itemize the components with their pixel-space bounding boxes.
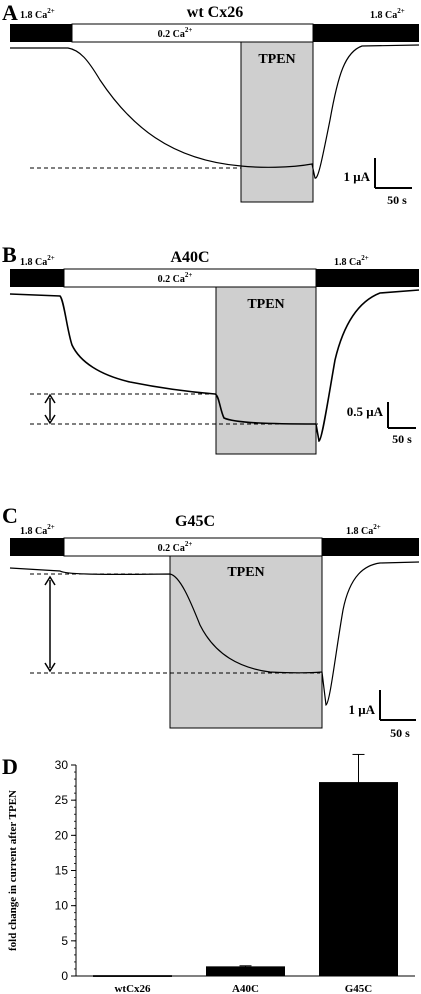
y-tick-label: 0 bbox=[61, 969, 68, 983]
panel-b-left-ca-label: 1.8 Ca2+ bbox=[20, 254, 55, 268]
panel-c-arrow-heads bbox=[44, 575, 56, 673]
panel-a-scale-time-label: 50 s bbox=[387, 193, 407, 207]
bar-a40c bbox=[206, 966, 285, 977]
panel-b-current-trace bbox=[9, 289, 420, 443]
bar-g45c bbox=[319, 782, 398, 977]
panel-a-middle-ca-label: 0.2 Ca2+ bbox=[158, 26, 193, 40]
panel-a-letter: A bbox=[2, 0, 18, 25]
x-tick-label: wtCx26 bbox=[114, 983, 151, 994]
panel-b-bar-right bbox=[316, 269, 419, 287]
panel-a-right-ca-label: 1.8 Ca2+ bbox=[370, 7, 405, 21]
panel-a-bar-right bbox=[313, 24, 419, 42]
panel-a-bar-middle bbox=[71, 23, 314, 43]
panel-c-scale-time-label: 50 s bbox=[390, 726, 410, 740]
panel-c-current-trace bbox=[9, 561, 420, 706]
panel-c-middle-ca-label: 0.2 Ca2+ bbox=[158, 540, 193, 554]
panel-a-bar-left bbox=[10, 24, 72, 42]
panel-b: B A40C 1.8 Ca2+ 1.8 Ca2+ 0.2 Ca2+ TPEN 0… bbox=[2, 242, 420, 455]
y-tick-label: 10 bbox=[55, 899, 69, 913]
panel-b-scale-current-label: 0.5 μA bbox=[347, 404, 384, 419]
panel-b-arrow-heads bbox=[44, 393, 56, 425]
panel-d-bars bbox=[93, 753, 398, 977]
panel-d-y-axis-label: fold change in current after TPEN bbox=[7, 790, 19, 951]
bar-wtcx26 bbox=[93, 975, 172, 977]
panel-d: D fold change in current after TPEN 0 5 10… bbox=[2, 753, 415, 994]
panel-a-current-trace bbox=[10, 44, 420, 179]
y-tick-label: 20 bbox=[55, 828, 69, 842]
panel-c-tpen-box bbox=[169, 555, 323, 729]
panel-a-left-ca-label: 1.8 Ca2+ bbox=[20, 7, 55, 21]
panel-a-scale-current-label: 1 μA bbox=[343, 169, 370, 184]
panel-c-title: G45C bbox=[175, 513, 215, 530]
panel-c-bar-middle bbox=[63, 537, 323, 557]
panel-b-tpen-box bbox=[215, 286, 317, 455]
panel-b-title: A40C bbox=[170, 249, 209, 266]
x-tick-label: G45C bbox=[345, 983, 373, 994]
panel-b-tpen-label: TPEN bbox=[247, 297, 284, 312]
panel-b-scale-time-label: 50 s bbox=[392, 432, 412, 446]
panel-b-bar-left bbox=[10, 269, 64, 287]
panel-c-letter: C bbox=[2, 503, 18, 528]
panel-b-letter: B bbox=[2, 242, 17, 267]
y-tick-label: 30 bbox=[55, 758, 69, 772]
y-tick-label: 25 bbox=[55, 793, 69, 807]
panel-c-bar-right bbox=[322, 538, 419, 556]
panel-b-right-ca-label: 1.8 Ca2+ bbox=[334, 254, 369, 268]
panel-c: C G45C 1.8 Ca2+ 1.8 Ca2+ 0.2 Ca2+ TPEN 1… bbox=[2, 503, 420, 740]
x-tick-label: A40C bbox=[232, 983, 259, 994]
panel-c-scale-current-label: 1 μA bbox=[348, 702, 375, 717]
panel-c-right-ca-label: 1.8 Ca2+ bbox=[346, 523, 381, 537]
panel-c-bar-left bbox=[10, 538, 64, 556]
panel-a-title: wt Cx26 bbox=[187, 4, 243, 21]
y-tick-label: 15 bbox=[55, 864, 69, 878]
panel-d-letter: D bbox=[2, 754, 18, 779]
panel-a-tpen-box bbox=[240, 41, 314, 203]
panel-c-tpen-label: TPEN bbox=[227, 565, 264, 580]
panel-b-middle-ca-label: 0.2 Ca2+ bbox=[158, 271, 193, 285]
panel-c-left-ca-label: 1.8 Ca2+ bbox=[20, 523, 55, 537]
panel-d-x-tick-labels: wtCx26 A40C G45C bbox=[114, 983, 372, 994]
y-tick-label: 5 bbox=[61, 934, 68, 948]
panel-a-tpen-label: TPEN bbox=[258, 52, 295, 67]
panel-a: A wt Cx26 1.8 Ca2+ 1.8 Ca2+ 0.2 Ca2+ TPE… bbox=[2, 0, 420, 207]
